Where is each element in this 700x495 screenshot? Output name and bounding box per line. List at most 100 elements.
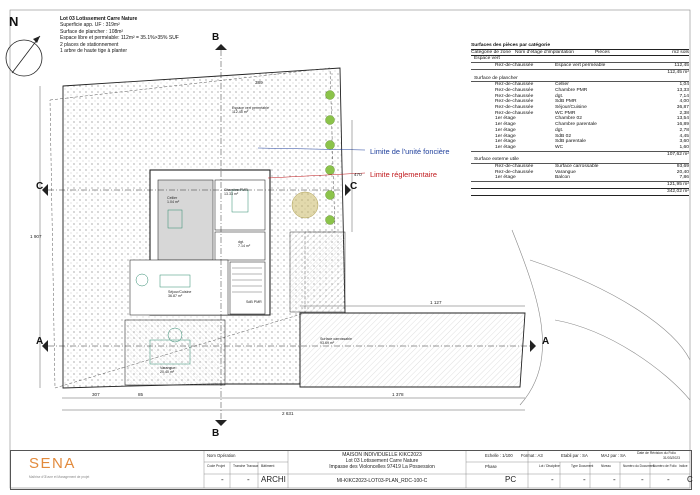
table-cell-room: dgt. <box>555 93 564 99</box>
section-arrow-icon <box>215 420 227 426</box>
table-cell-area: 112,45 <box>674 63 689 69</box>
niveau-value: - <box>613 475 616 484</box>
dimension-left: 307 <box>92 392 100 397</box>
table-cell-area: 36,87 <box>676 105 689 111</box>
table-cell-room: Séjour/Cuisine <box>555 105 587 111</box>
batiment-value: ARCHI <box>261 475 286 484</box>
table-cell-room: Chambre PMR <box>555 87 588 93</box>
dimension-overall: 2 631 <box>282 411 294 416</box>
title-block: SENA Maîtrise d'Œuvre et Management de p… <box>10 450 693 490</box>
dimension-side: 470 <box>354 172 362 177</box>
type-doc-value: - <box>583 475 586 484</box>
section-label-a: A <box>542 336 550 347</box>
revision-date: 31/03/2023 <box>663 456 680 460</box>
num-folio-label: Numéro de Folio <box>653 464 677 468</box>
dimension-mid: 1 378 <box>392 392 404 397</box>
table-grand-total: 342,02 m² <box>471 187 689 196</box>
table-subtotal: 112,45 m² <box>471 68 689 76</box>
tranche-value: - <box>247 475 250 484</box>
batiment-label: Bâtiment <box>261 464 275 468</box>
table-cell-level: Rez-de-chaussée <box>495 82 534 88</box>
niveau-label: Niveau <box>601 464 611 468</box>
info-line: Superficie app. UF : 319m² <box>60 22 120 29</box>
road-curve-2 <box>529 259 691 361</box>
table-cell-room: SdB parentale <box>555 139 586 145</box>
table-cell-area: 3,60 <box>679 139 689 145</box>
table-cell-room: Surface carrossable <box>555 164 599 170</box>
area-schedule-table: Surfaces des pièces par catégorie Catégo… <box>471 43 689 196</box>
section-label-b: B <box>212 32 220 43</box>
table-row: 1er étage Chambre 02 13,54 <box>471 116 689 122</box>
section-arrow-icon <box>215 44 227 50</box>
section-arrow-icon <box>345 184 351 196</box>
table-cell-area: 7,14 <box>679 93 689 99</box>
table-cell-level: Rez-de-chaussée <box>495 110 534 116</box>
table-cell-level: 1er étage <box>495 175 516 181</box>
table-cell-area: 13,33 <box>676 87 689 93</box>
table-cell-room: WC <box>555 144 564 150</box>
table-cell-area: 20,40 <box>676 169 689 175</box>
table-cell-area: 7,86 <box>679 175 689 181</box>
table-cell-room: Cellier <box>555 82 569 88</box>
table-cell-level: 1er étage <box>495 116 516 122</box>
section-arrow-icon <box>42 184 48 196</box>
phase-value: PC <box>505 475 517 484</box>
table-cell-level: Rez-de-chaussée <box>495 87 534 93</box>
table-cell-level: 1er étage <box>495 133 516 139</box>
tree-icons <box>291 90 335 225</box>
road-curve <box>511 229 543 406</box>
room-label-sdb: SdB PMR <box>246 300 262 304</box>
code-projet-label: Code Projet <box>207 464 225 468</box>
table-header: Catégorie de zone Nom d'étage d'implanta… <box>471 48 689 57</box>
table-group-header: Espace vert <box>471 56 689 64</box>
section-arrow-icon <box>42 340 48 352</box>
dimension-small: 85 <box>138 392 144 397</box>
lot-value: - <box>551 475 554 484</box>
section-label-c: C <box>350 181 358 192</box>
company-logo: SENA <box>29 455 76 472</box>
north-arrow-icon <box>5 35 43 77</box>
table-cell-level: Rez-de-chaussée <box>495 63 534 69</box>
table-row: 1er étage Balcon 7,86 <box>471 175 689 181</box>
table-row: Rez-de-chaussée Séjour/Cuisine 36,87 <box>471 105 689 111</box>
info-line: Surface de plancher : 108m² <box>60 28 124 35</box>
table-cell-area: 13,54 <box>676 116 689 122</box>
table-cell-area: 2,38 <box>679 110 689 116</box>
table-title: Surfaces des pièces par catégorie <box>471 43 551 48</box>
callout-line-red <box>267 172 366 179</box>
project-line-1: MAISON INDIVIDUELLE KIKC2023 <box>342 452 422 458</box>
dimension-height: 1 907 <box>30 234 42 239</box>
revision-date-label: Date de Révision du Folio <box>637 451 676 455</box>
table-cell-area: 1,04 <box>679 82 689 88</box>
limite-fonciere-label: Limite de l'unité foncière <box>370 147 450 156</box>
maj-par: MAJ par : SA <box>601 453 626 458</box>
echelle: Echelle : 1/100 <box>485 453 513 458</box>
project-line-2: Lot 03 Lotissement Carre Nature <box>345 458 419 464</box>
table-cell-area: 1,60 <box>679 144 689 150</box>
etabli-par: Etabli par : SA <box>561 453 588 458</box>
num-doc-label: Numéro du Document <box>623 464 655 468</box>
info-line: 2 places de stationnement <box>60 41 119 48</box>
section-label-a: A <box>36 336 44 347</box>
table-cell-room: Balcon <box>555 175 570 181</box>
table-cell-level: Rez-de-chaussée <box>495 105 534 111</box>
table-row: Rez-de-chaussée Cellier 1,04 <box>471 82 689 88</box>
company-subtitle: Maîtrise d'Œuvre et Management de projet <box>29 475 90 479</box>
section-label-c: C <box>36 181 44 192</box>
table-subtotal: 121,95 m² <box>471 181 689 188</box>
dimension-right: 1 127 <box>430 300 442 305</box>
table-cell-area: 16,89 <box>676 122 689 128</box>
document-code: MI-KIKC2023-LOT03-PLAN_RDC-100-C <box>336 478 428 484</box>
table-cell-area: 93,69 <box>676 164 689 170</box>
table-cell-room: Chambre 02 <box>555 116 582 122</box>
